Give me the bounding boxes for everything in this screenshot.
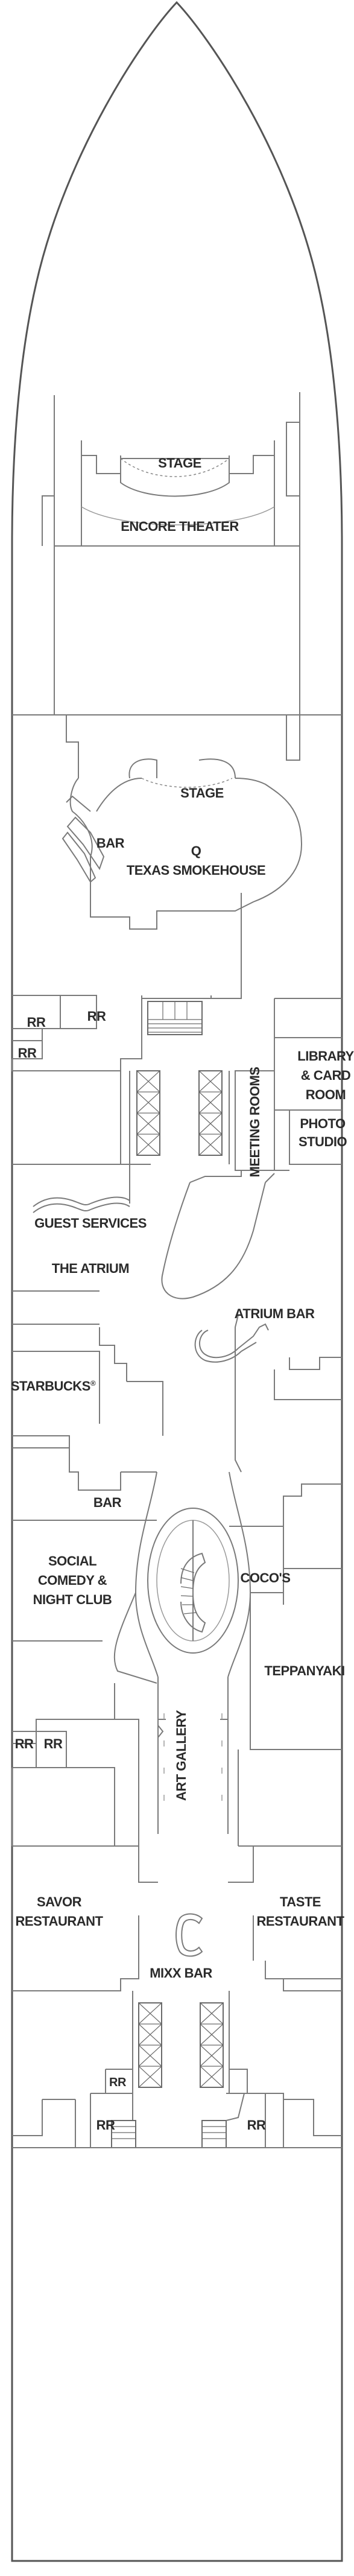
texas-smokehouse-label: TEXAS SMOKEHOUSE bbox=[127, 863, 265, 878]
guest-services-desk bbox=[33, 1164, 130, 1213]
rr-label-7: RR bbox=[96, 2118, 115, 2133]
art-gallery-corridor bbox=[158, 1713, 228, 1801]
starbucks-label: STARBUCKS® bbox=[11, 1378, 96, 1394]
elevators-forward bbox=[129, 1070, 230, 1164]
rr-label-1: RR bbox=[27, 1015, 46, 1030]
stage-top-label: STAGE bbox=[158, 455, 201, 471]
the-atrium-label: THE ATRIUM bbox=[52, 1261, 129, 1276]
meeting-rooms-label: MEETING ROOMS bbox=[247, 1067, 262, 1178]
art-gallery-label: ART GALLERY bbox=[174, 1710, 189, 1801]
rr-label-4: RR bbox=[15, 1736, 34, 1751]
rr-label-2: RR bbox=[87, 1009, 106, 1024]
library-label-2: & CARD bbox=[301, 1068, 351, 1083]
q-label: Q bbox=[191, 843, 201, 858]
meeting-rooms-area bbox=[161, 998, 342, 1299]
rr-label-3: RR bbox=[18, 1045, 37, 1061]
rr-label-8: RR bbox=[247, 2118, 266, 2133]
rr-label-5: RR bbox=[44, 1736, 63, 1751]
central-atrium-stairs bbox=[113, 1471, 251, 1834]
social-club-label-3: NIGHT CLUB bbox=[33, 1592, 112, 1607]
stage-mid-label: STAGE bbox=[180, 785, 224, 801]
mixx-bar-label: MIXX BAR bbox=[150, 1965, 212, 1981]
social-club-label-1: SOCIAL bbox=[48, 1553, 96, 1569]
social-club-label-2: COMEDY & bbox=[38, 1573, 107, 1588]
restaurants-aft bbox=[12, 1845, 342, 1991]
cocos-label: COCO'S bbox=[241, 1570, 291, 1585]
stairs-forward bbox=[147, 1001, 203, 1035]
social-club-area bbox=[11, 1640, 164, 1846]
bar-q-label: BAR bbox=[96, 836, 125, 851]
elevators-aft bbox=[132, 1991, 230, 2093]
restrooms-forward bbox=[11, 893, 242, 1165]
library-label-1: LIBRARY bbox=[297, 1048, 354, 1064]
encore-theater-area bbox=[42, 392, 300, 715]
registered-mark: ® bbox=[90, 1379, 96, 1388]
teppanyaki-label: TEPPANYAKI bbox=[264, 1663, 344, 1678]
cocos-teppanyaki-area bbox=[229, 1483, 342, 1846]
q-texas-smokehouse-area bbox=[62, 715, 303, 930]
photo-studio-label-2: STUDIO bbox=[299, 1134, 347, 1149]
restrooms-aft bbox=[12, 2069, 342, 2148]
taste-restaurant-label-2: RESTAURANT bbox=[257, 1914, 345, 1929]
photo-studio-label-1: PHOTO bbox=[300, 1116, 346, 1131]
rr-label-6: RR bbox=[109, 2076, 127, 2089]
taste-restaurant-label-1: TASTE bbox=[280, 1894, 321, 1909]
guest-services-label: GUEST SERVICES bbox=[34, 1216, 147, 1231]
encore-theater-label: ENCORE THEATER bbox=[121, 519, 239, 534]
atrium-bar-label: ATRIUM BAR bbox=[235, 1306, 315, 1321]
ship-hull bbox=[11, 1, 343, 2562]
library-label-3: ROOM bbox=[306, 1087, 346, 1102]
savor-restaurant-label-2: RESTAURANT bbox=[16, 1914, 104, 1929]
savor-restaurant-label-1: SAVOR bbox=[37, 1894, 82, 1909]
mixx-bar-logo-shape bbox=[175, 1913, 203, 1957]
bar-social-label: BAR bbox=[93, 1495, 122, 1510]
atrium-area bbox=[12, 1290, 342, 1521]
